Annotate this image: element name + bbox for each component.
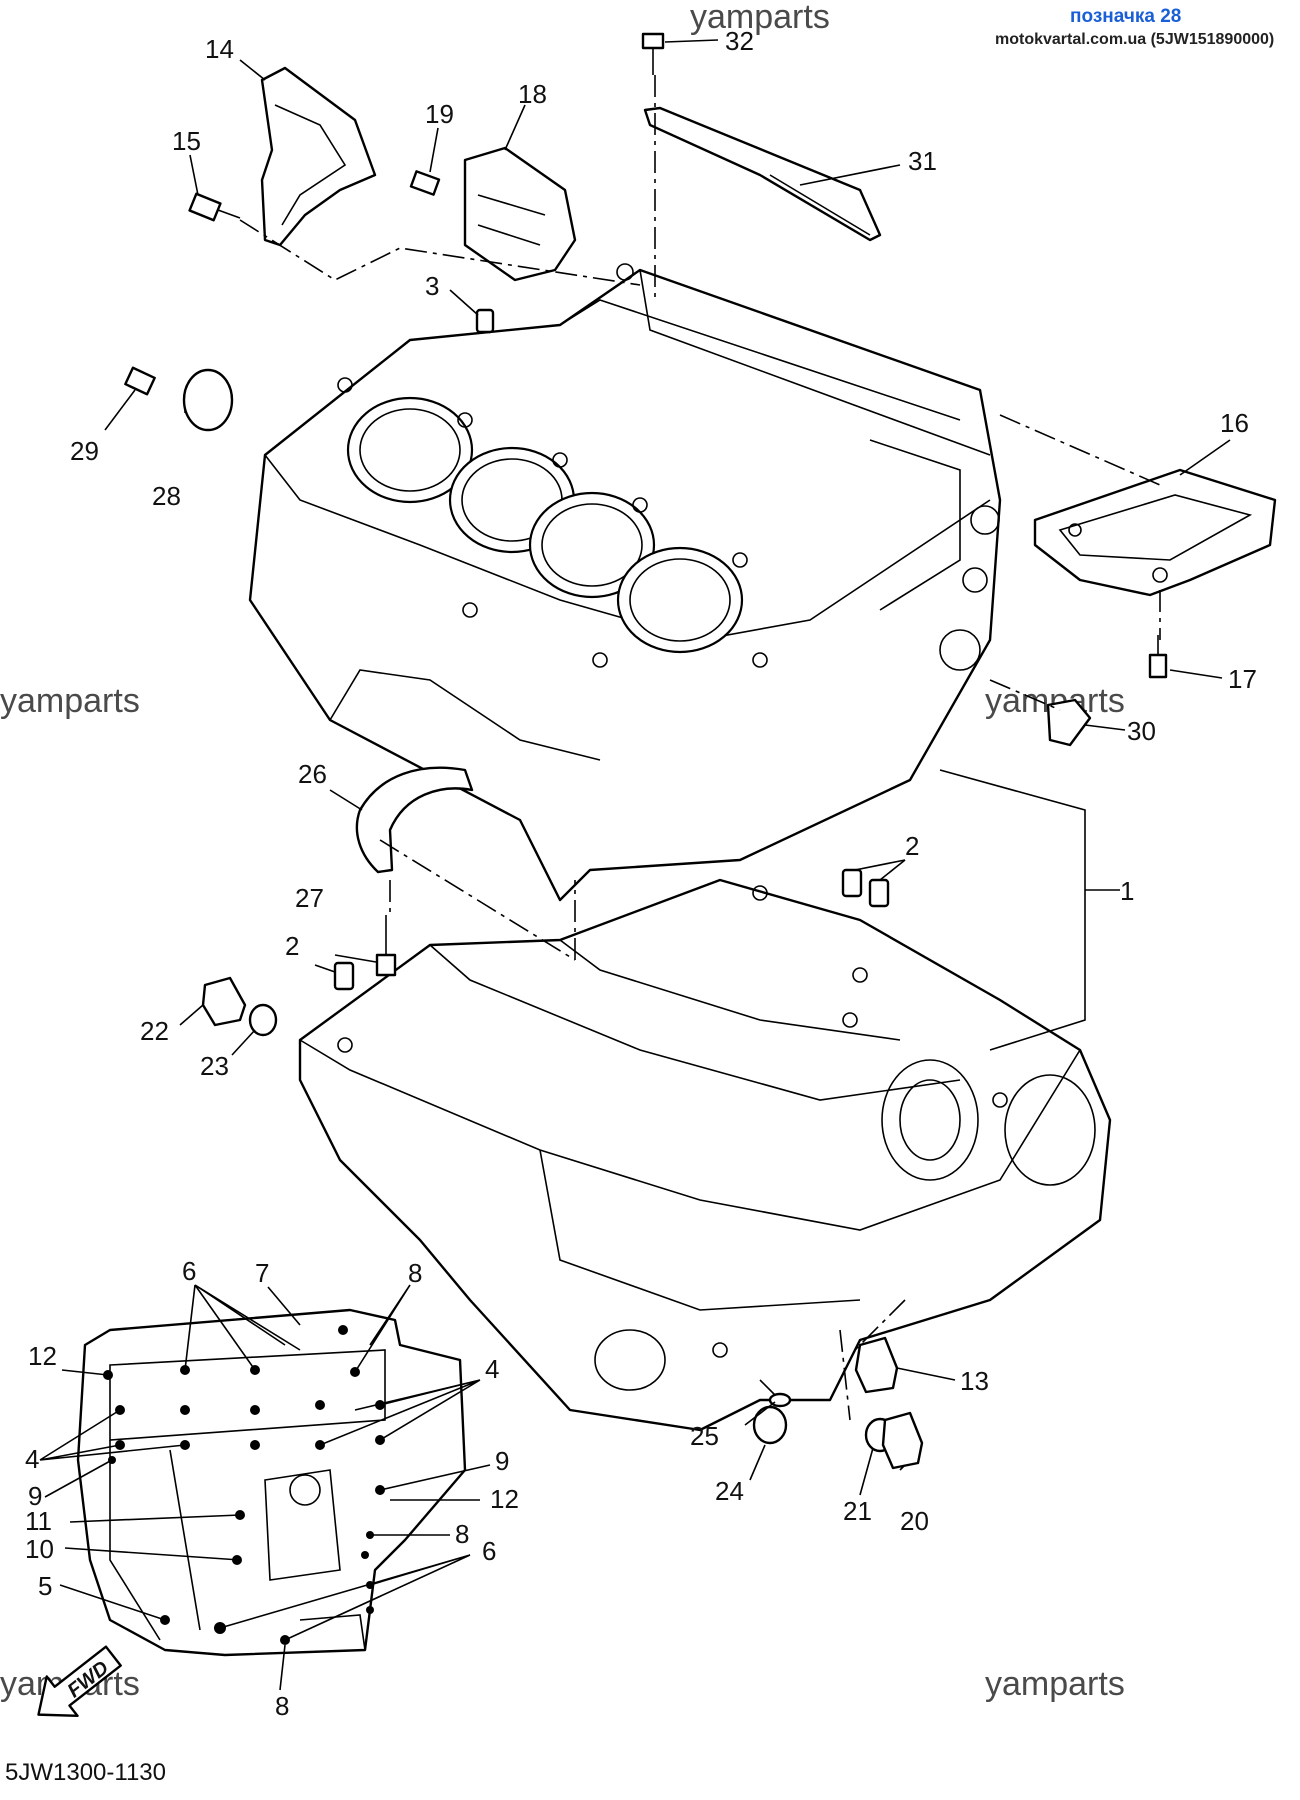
inset-callouts: 6 7 8 12 4 4 9 11 10 5 9 12 8 6 8 — [25, 1256, 519, 1721]
callout-16: 16 — [1220, 408, 1249, 438]
inset-callout-7: 7 — [255, 1258, 269, 1288]
inset-callout-10: 10 — [25, 1534, 54, 1564]
clip-30 — [1046, 698, 1092, 747]
watermark-left: yamparts — [0, 682, 140, 720]
inset-assembly-view — [39, 1284, 491, 1691]
bolt-32 — [641, 32, 665, 75]
part-24 — [752, 1405, 788, 1445]
inset-callout-4-right: 4 — [485, 1354, 499, 1384]
callout-14: 14 — [205, 34, 234, 64]
dowel-2-b — [841, 868, 863, 898]
callout-28: 28 — [152, 481, 181, 511]
callout-26: 26 — [298, 759, 327, 789]
plug-28 — [182, 368, 234, 432]
callout-25: 25 — [690, 1421, 719, 1451]
cover-14 — [260, 66, 377, 247]
watermark-top: yamparts — [690, 0, 830, 36]
bracket-18 — [463, 146, 577, 282]
header-subtitle: motokvartal.com.ua (5JW151890000) — [995, 31, 1274, 48]
fwd-arrow-icon: FWD — [37, 1645, 122, 1718]
inset-callout-6-bottom: 6 — [482, 1536, 496, 1566]
bolt-27 — [375, 915, 397, 977]
watermark-bottom-right: yamparts — [985, 1665, 1125, 1703]
callout-24: 24 — [715, 1476, 744, 1506]
inset-callout-11: 11 — [25, 1506, 52, 1536]
plug-20 — [881, 1411, 924, 1470]
callout-27-label: 27 — [295, 883, 324, 913]
callout-2-right: 2 — [905, 831, 919, 861]
figure-code: 5JW1300-1130 — [5, 1759, 166, 1786]
callout-29: 29 — [70, 436, 99, 466]
dowel-2-a — [333, 961, 355, 991]
inset-callout-8-bottom: 8 — [275, 1691, 289, 1721]
callout-23: 23 — [200, 1051, 229, 1081]
callout-22: 22 — [140, 1016, 169, 1046]
lower-crankcase — [298, 878, 1112, 1432]
callout-13: 13 — [960, 1366, 989, 1396]
dowel-3 — [475, 308, 495, 334]
cylinder-bore-3 — [528, 491, 656, 599]
header-title: позначка 28 — [1070, 6, 1181, 27]
bolt-15 — [188, 192, 241, 222]
inset-callout-5: 5 — [38, 1571, 52, 1601]
bearing-26 — [355, 766, 474, 874]
callout-32: 32 — [725, 26, 754, 56]
cylinder-bore-1 — [346, 396, 474, 504]
callout-18: 18 — [518, 79, 547, 109]
inset-callout-9-left: 9 — [28, 1481, 42, 1511]
bolt-19 — [409, 170, 441, 196]
callouts: 1 2 2 3 14 15 16 17 18 19 20 21 22 23 24… — [70, 26, 1257, 1536]
callout-20: 20 — [900, 1506, 929, 1536]
inset-callout-9-right: 9 — [495, 1446, 509, 1476]
inset-callout-4-left: 4 — [25, 1444, 39, 1474]
oring-23 — [248, 1003, 278, 1037]
callout-21: 21 — [843, 1496, 872, 1526]
cylinder-bore-4 — [616, 546, 744, 654]
callout-15: 15 — [172, 126, 201, 156]
bolt-29 — [124, 366, 156, 396]
callout-30: 30 — [1127, 716, 1156, 746]
bolt-17 — [1148, 635, 1168, 679]
plug-13 — [854, 1336, 899, 1394]
callout-31: 31 — [908, 146, 937, 176]
inset-callout-6-top: 6 — [182, 1256, 196, 1286]
plug-22 — [201, 976, 247, 1027]
dowel-2-c — [868, 878, 890, 908]
plate-31 — [643, 106, 882, 242]
callout-17: 17 — [1228, 664, 1257, 694]
alignment-lines — [239, 75, 1161, 1421]
inset-callout-12-left: 12 — [28, 1341, 57, 1371]
callout-19: 19 — [425, 99, 454, 129]
inset-callout-8-top: 8 — [408, 1258, 422, 1288]
inset-callout-12-right: 12 — [490, 1484, 519, 1514]
cover-16 — [1033, 468, 1277, 597]
callout-2-left: 2 — [285, 931, 299, 961]
upper-crankcase — [248, 263, 1002, 902]
inset-callout-8-mid: 8 — [455, 1519, 469, 1549]
callout-1: 1 — [1120, 876, 1134, 906]
callout-3: 3 — [425, 271, 439, 301]
leader-lines — [104, 39, 1231, 1496]
